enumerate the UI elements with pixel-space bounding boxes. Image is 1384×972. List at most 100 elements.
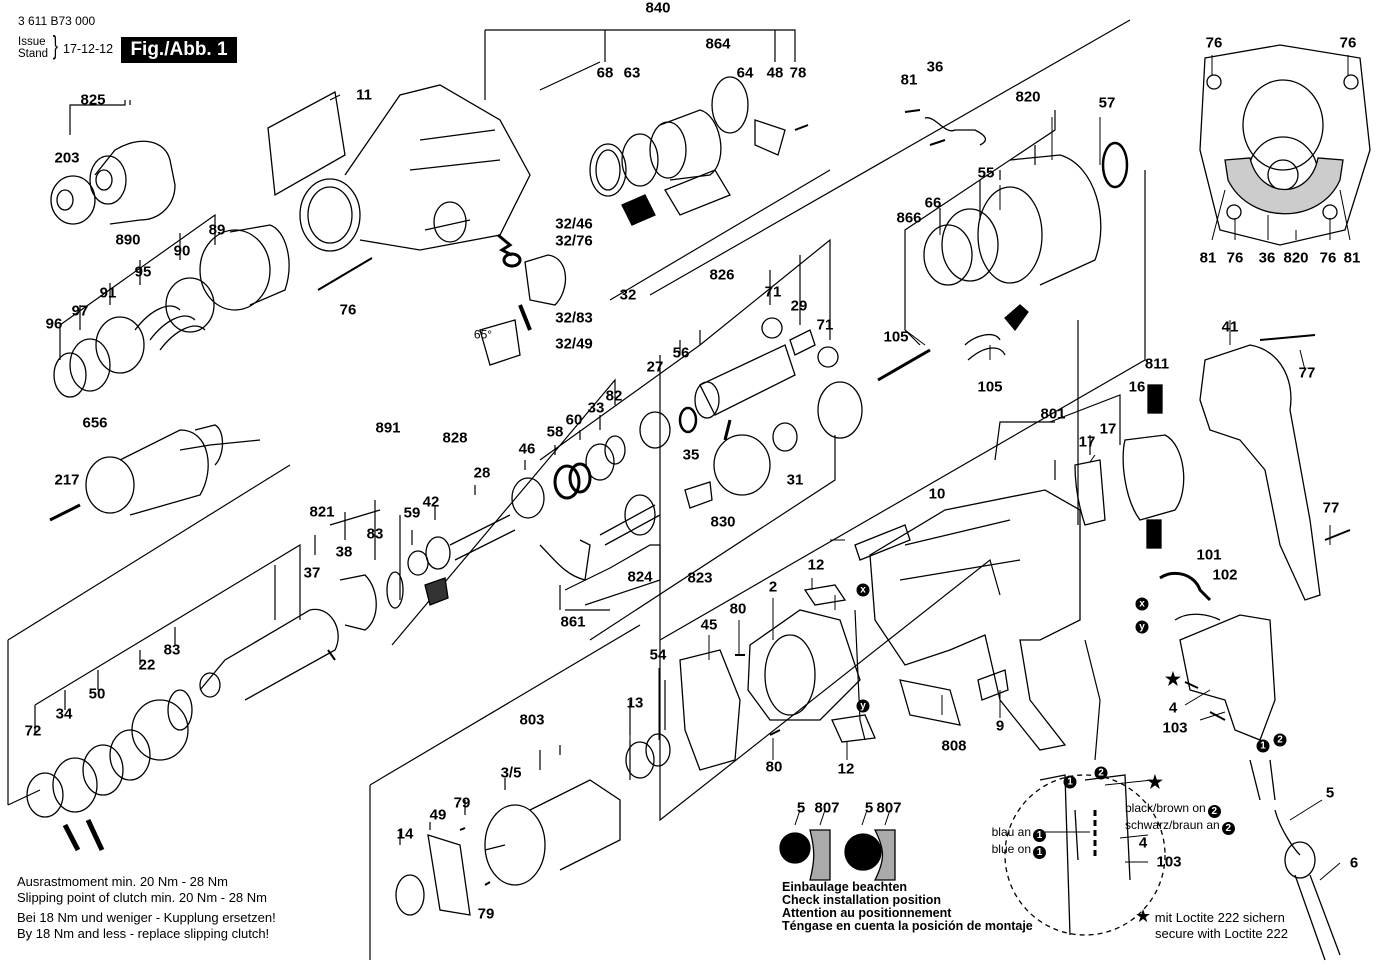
part-chuck-656 (49, 424, 224, 522)
part-label-45: 45 (700, 616, 718, 634)
install-notes: Einbaulage beachten Check installation p… (782, 881, 1033, 933)
part-label-60: 60 (565, 411, 583, 429)
part-label-101: 101 (1196, 546, 1222, 564)
part-label-808: 808 (941, 737, 967, 755)
wire-black-en: black/brown on (1125, 801, 1206, 815)
part-label-82: 82 (605, 387, 623, 405)
part-label-59: 59 (403, 504, 421, 522)
part-label-656: 656 (82, 414, 108, 432)
part-label-103b: 103 (1156, 853, 1182, 871)
part-label-27: 27 (646, 358, 664, 376)
part-label-801: 801 (1040, 405, 1066, 423)
part-label-807a: 807 (814, 799, 840, 817)
wire-black-de: schwarz/braun an (1125, 818, 1220, 832)
part-label-866: 866 (896, 209, 922, 227)
part-label-38: 38 (335, 543, 353, 561)
part-label-32-49: 32/49 (555, 335, 593, 353)
part-label-33: 33 (587, 399, 605, 417)
part-label-97: 97 (71, 302, 89, 320)
part-label-864: 864 (705, 35, 731, 53)
part-number: 3 611 B73 000 (18, 14, 96, 28)
part-armature-803 (395, 733, 671, 916)
issue-label-de: Stand (18, 48, 49, 60)
part-label-36b: 36 (1258, 249, 1276, 267)
part-label-103a: 103 (1162, 719, 1188, 737)
wire-blue-de: blau an (991, 825, 1031, 839)
part-label-32: 32 (619, 286, 637, 304)
part-label-79a: 79 (453, 794, 471, 812)
note-install-de: Einbaulage beachten (782, 880, 908, 894)
part-label-76c: 76 (1339, 34, 1357, 52)
terminal-1-icon: 1 (1033, 829, 1046, 842)
part-label-72: 72 (24, 722, 42, 740)
part-label-22: 22 (138, 656, 156, 674)
terminal-1-icon: 1 (1256, 739, 1270, 753)
star-icon: ★ (1135, 906, 1152, 926)
part-label-91: 91 (99, 284, 117, 302)
part-label-96: 96 (45, 315, 63, 333)
marker-y-icon: y (1135, 620, 1149, 634)
note-replace-de: Bei 18 Nm und weniger - Kupplung ersetze… (17, 910, 276, 925)
terminal-2-icon: 2 (1207, 805, 1221, 818)
part-label-17a: 17 (1078, 433, 1096, 451)
part-label-90: 90 (173, 242, 191, 260)
part-label-105b: 105 (977, 378, 1003, 396)
part-label-49: 49 (429, 806, 447, 824)
part-label-811: 811 (1144, 355, 1170, 373)
part-label-861: 861 (560, 613, 586, 631)
part-brush-install-illustration (779, 809, 896, 881)
part-label-3-5: 3/5 (500, 764, 522, 782)
part-label-54: 54 (649, 646, 667, 664)
part-label-64: 64 (736, 64, 754, 82)
part-label-826: 826 (709, 266, 735, 284)
part-motor-housing-801 (854, 489, 1081, 751)
terminal-1-icon: 1 (1063, 775, 1077, 789)
part-label-823: 823 (687, 569, 713, 587)
part-label-890: 890 (115, 231, 141, 249)
part-label-55: 55 (977, 164, 995, 182)
note-loctite-de: mit Loctite 222 sichern (1154, 910, 1285, 925)
part-label-78: 78 (789, 64, 807, 82)
note-loctite-en: secure with Loctite 222 (1155, 926, 1288, 941)
part-label-35: 35 (682, 446, 700, 464)
part-label-66: 66 (924, 194, 942, 212)
part-label-28: 28 (473, 464, 491, 482)
part-label-840: 840 (645, 0, 671, 17)
part-label-50: 50 (88, 685, 106, 703)
part-chuck-825 (50, 140, 176, 225)
part-label-71b: 71 (816, 316, 834, 334)
part-label-5a: 5 (1325, 784, 1335, 802)
part-label-76d: 76 (1226, 249, 1244, 267)
part-impact-mechanism-826 (639, 317, 839, 449)
part-label-105a: 105 (883, 328, 909, 346)
wire-blue-en: blue on (991, 842, 1031, 856)
note-clutch-en: Slipping point of clutch min. 20 Nm - 28… (17, 890, 267, 905)
part-label-17b: 17 (1099, 420, 1117, 438)
part-label-71a: 71 (764, 283, 782, 301)
part-label-76a: 76 (339, 301, 357, 319)
part-label-56: 56 (672, 344, 690, 362)
issue-date: 17-12-12 (63, 42, 114, 56)
note-clutch-de: Ausrastmoment min. 20 Nm - 28 Nm (17, 874, 228, 889)
terminal-2-icon: 2 (1094, 766, 1108, 780)
part-label-48: 48 (766, 64, 784, 82)
part-label-37: 37 (303, 564, 321, 582)
part-label-80b: 80 (765, 758, 783, 776)
part-label-807b: 807 (876, 799, 902, 817)
part-label-830: 830 (710, 513, 736, 531)
figure-label: Fig./Abb. 1 (121, 37, 237, 63)
part-label-57: 57 (1098, 94, 1116, 112)
leader-lines (329, 55, 1351, 881)
part-brush-holder-16 (1074, 384, 1185, 549)
part-label-4a: 4 (1168, 699, 1178, 717)
marker-y-icon: y (856, 699, 870, 713)
part-ring-set-890 (53, 224, 290, 398)
part-label-58: 58 (546, 423, 564, 441)
part-label-6: 6 (1349, 854, 1359, 872)
part-label-46: 46 (518, 440, 536, 458)
part-label-13: 13 (626, 694, 644, 712)
part-label-102: 102 (1212, 566, 1238, 584)
part-label-29: 29 (790, 297, 808, 315)
part-flange-endview (1199, 44, 1371, 246)
